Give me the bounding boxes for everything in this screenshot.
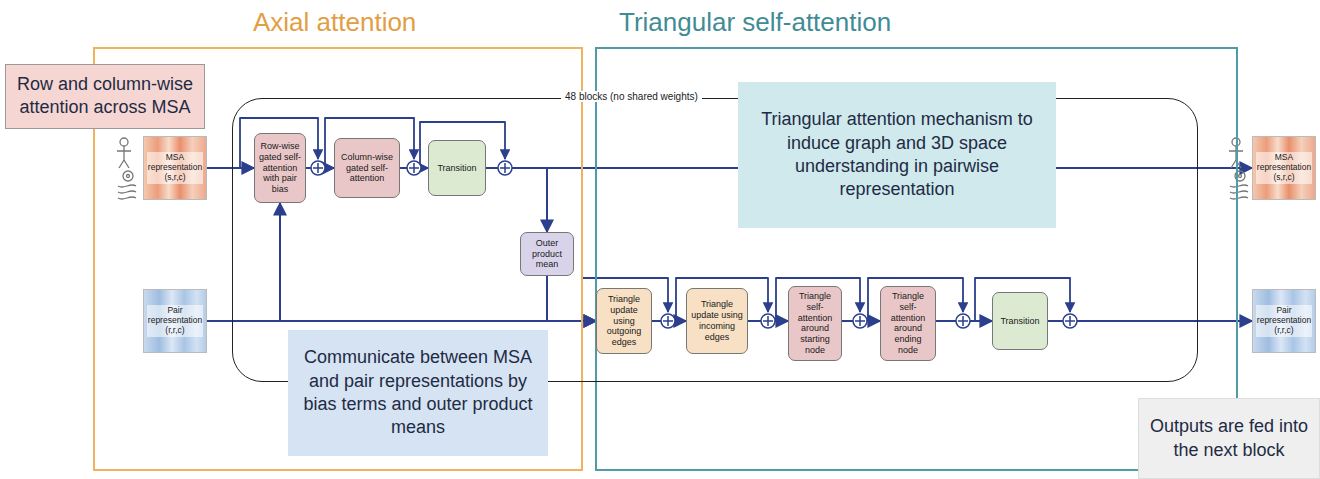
representation-box: Pair representation (r,r,c) bbox=[1252, 289, 1316, 353]
callout-box: Triangular attention mechanism to induce… bbox=[738, 82, 1056, 228]
box-text: Triangle update using outgoing edges bbox=[600, 294, 648, 348]
box-text: MSA representation (s,r,c) bbox=[147, 152, 203, 183]
module-box: Transition bbox=[992, 292, 1048, 350]
flow-arrow bbox=[486, 168, 547, 232]
representation-box: MSA representation (s,r,c) bbox=[1252, 136, 1316, 200]
box-text: Transition bbox=[437, 163, 476, 174]
box-text: Pair representation (r,r,c) bbox=[147, 305, 203, 336]
representation-box: MSA representation (s,r,c) bbox=[143, 136, 207, 200]
box-text: Outer product mean bbox=[524, 238, 570, 270]
callout-box: Outputs are fed into the next block bbox=[1138, 398, 1320, 479]
box-text: Triangular attention mechanism to induce… bbox=[749, 108, 1045, 202]
box-text: Triangle self-attention around ending no… bbox=[884, 291, 932, 356]
module-box: Column-wise gated self-attention bbox=[334, 138, 400, 198]
box-text: Row-wise gated self-attention with pair … bbox=[258, 141, 302, 195]
heading-text: Axial attention bbox=[253, 7, 416, 38]
box-text: Column-wise gated self-attention bbox=[338, 152, 396, 184]
box-text: Transition bbox=[1000, 316, 1039, 327]
flow-arrow bbox=[207, 203, 280, 321]
box-text: Triangle self-attention around starting … bbox=[792, 291, 838, 356]
representation-box: Pair representation (r,r,c) bbox=[143, 289, 207, 353]
box-text: Row and column-wise attention across MSA bbox=[16, 73, 194, 120]
module-box: Transition bbox=[428, 140, 486, 196]
module-box: Triangle self-attention around ending no… bbox=[880, 286, 936, 361]
heading-text: Triangular self-attention bbox=[619, 7, 891, 38]
heading-text: 48 blocks (no shared weights) bbox=[561, 91, 702, 102]
callout-box: Row and column-wise attention across MSA bbox=[5, 64, 205, 129]
flow-arrow bbox=[547, 276, 596, 321]
flow-arrow bbox=[207, 320, 596, 322]
callout-box: Communicate between MSA and pair represe… bbox=[288, 330, 548, 456]
box-text: Communicate between MSA and pair represe… bbox=[299, 346, 537, 440]
box-text: Outputs are fed into the next block bbox=[1149, 415, 1309, 462]
module-box: Triangle update using outgoing edges bbox=[596, 288, 652, 354]
module-box: Triangle update using incoming edges bbox=[686, 288, 748, 354]
organism-icon bbox=[117, 138, 1248, 199]
box-text: MSA representation (s,r,c) bbox=[1256, 152, 1312, 183]
module-box: Outer product mean bbox=[520, 232, 574, 276]
box-text: Triangle update using incoming edges bbox=[690, 299, 744, 342]
flow-arrow bbox=[207, 167, 254, 169]
flow-arrow bbox=[1048, 320, 1252, 322]
module-box: Row-wise gated self-attention with pair … bbox=[254, 133, 306, 203]
module-box: Triangle self-attention around starting … bbox=[788, 286, 842, 361]
box-text: Pair representation (r,r,c) bbox=[1256, 305, 1312, 336]
